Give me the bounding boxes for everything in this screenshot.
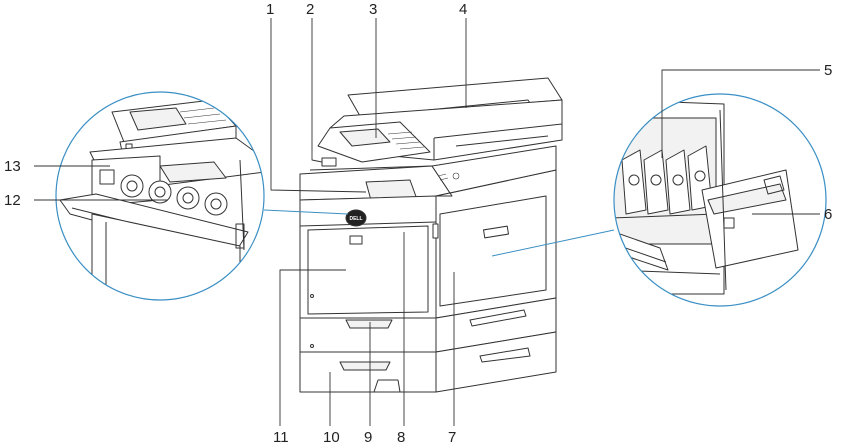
callout-10: 10 — [323, 430, 340, 445]
front-face — [300, 196, 436, 318]
callout-3: 3 — [369, 2, 377, 17]
callout-13: 13 — [4, 159, 21, 174]
callout-12: 12 — [4, 193, 21, 208]
callout-2: 2 — [306, 2, 314, 17]
tray-2 — [300, 352, 436, 392]
callout-9: 9 — [364, 430, 372, 445]
toner-access-lever — [100, 170, 114, 184]
tray-1-handle — [346, 320, 392, 328]
callout-6: 6 — [824, 207, 832, 222]
logo-text: DELL — [349, 216, 362, 222]
callout-7: 7 — [448, 430, 456, 445]
right-magnifier — [612, 94, 826, 306]
usb-port — [322, 158, 336, 166]
callout-11: 11 — [273, 430, 289, 445]
callout-1: 1 — [266, 2, 274, 17]
callout-8: 8 — [397, 430, 405, 445]
callout-5: 5 — [824, 63, 832, 78]
power-switch — [433, 224, 438, 238]
callout-4: 4 — [459, 2, 467, 17]
printer-body: DELL — [300, 78, 562, 392]
left-magnifier — [56, 92, 280, 310]
